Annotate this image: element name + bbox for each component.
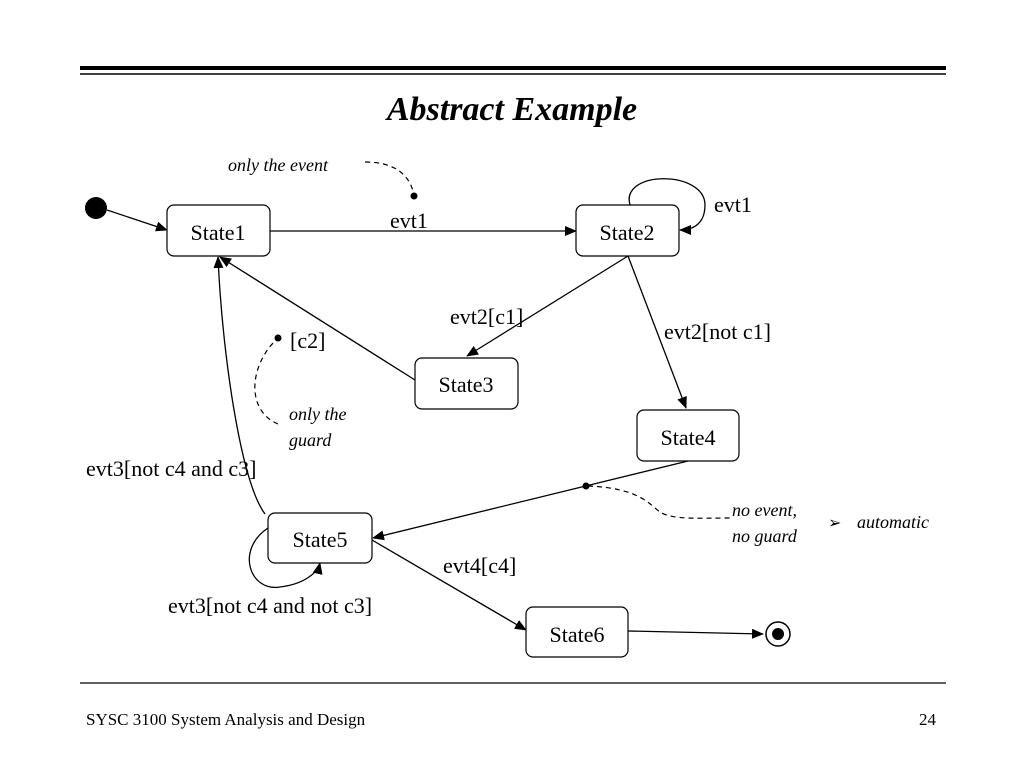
- note-automatic: automatic: [857, 512, 929, 532]
- note-leader-automatic: [587, 485, 731, 519]
- edge-initial-state1: [106, 209, 168, 232]
- edge-state5-state6: [371, 539, 527, 631]
- note-leader-guard: [254, 339, 279, 425]
- state-box-state1: State1: [166, 204, 271, 257]
- note-only-guard-line1: only the: [289, 404, 346, 424]
- note-anchor-guard: [274, 334, 282, 342]
- edge-state3-state1: [219, 256, 416, 381]
- state-label: State6: [550, 622, 605, 647]
- state-box-state2: State2: [575, 204, 680, 257]
- final-state-dot: [772, 628, 784, 640]
- edge-state2-state3: [466, 255, 629, 357]
- slide-title: Abstract Example: [385, 91, 637, 128]
- state-label: State1: [191, 220, 246, 245]
- transition-label-s3-s1: [c2]: [290, 328, 325, 353]
- state-label: State5: [293, 527, 348, 552]
- transition-label-s2-s4: evt2[not c1]: [664, 319, 771, 344]
- footer-course-title: SYSC 3100 System Analysis and Design: [86, 710, 366, 729]
- edge-state2-state4: [627, 255, 687, 409]
- state-label: State4: [661, 425, 716, 450]
- state-box-state5: State5: [267, 512, 373, 564]
- transition-label-s2-self: evt1: [714, 192, 752, 217]
- transition-label-s1-s2: evt1: [390, 208, 428, 233]
- note-anchor-automatic: [582, 482, 590, 490]
- transition-label-s5-self: evt3[not c4 and not c3]: [168, 593, 372, 618]
- edge-state5-self: [248, 527, 323, 588]
- transition-label-s2-s3: evt2[c1]: [450, 304, 523, 329]
- state-box-state3: State3: [414, 357, 519, 410]
- transition-label-s5-s1: evt3[not c4 and c3]: [86, 456, 256, 481]
- state-label: State2: [600, 220, 655, 245]
- state-box-state4: State4: [636, 409, 740, 462]
- edge-state2-self: [628, 178, 706, 235]
- edge-state4-state5: [372, 460, 689, 541]
- note-leader-event: [364, 161, 415, 196]
- note-only-event: only the event: [228, 155, 329, 175]
- note-no-event-line1: no event,: [732, 500, 797, 520]
- edge-state5-state1: [213, 256, 266, 515]
- note-only-guard-line2: guard: [289, 430, 332, 450]
- footer-page-number: 24: [919, 710, 937, 729]
- initial-state: [85, 197, 107, 219]
- state-box-state6: State6: [525, 606, 629, 658]
- note-no-event-line2: no guard: [732, 526, 798, 546]
- bullet-arrow-icon: ➢: [828, 515, 841, 532]
- transition-label-s5-s6: evt4[c4]: [443, 553, 516, 578]
- note-anchor-event: [410, 192, 418, 200]
- edge-state6-final: [627, 628, 764, 639]
- state-label: State3: [439, 372, 494, 397]
